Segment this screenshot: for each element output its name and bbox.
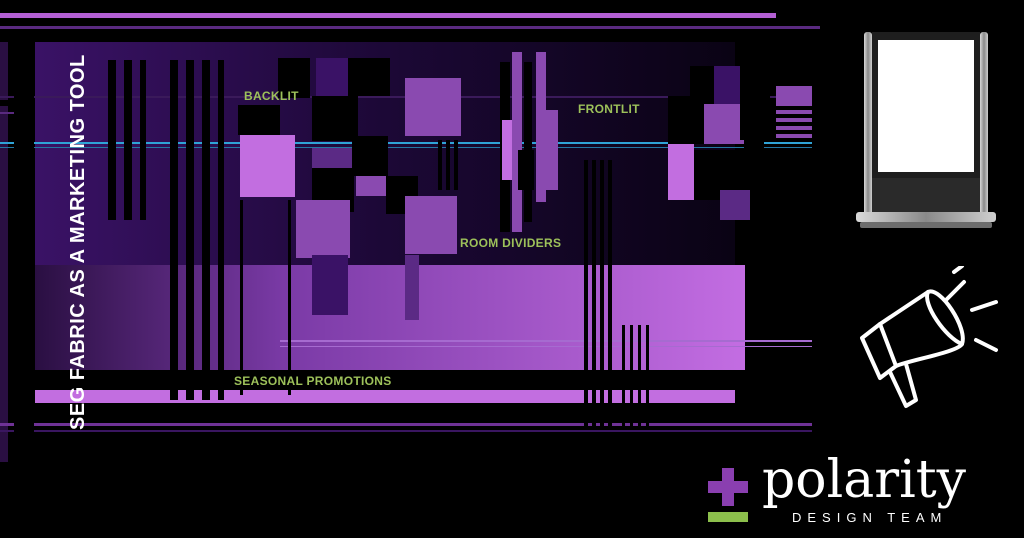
label-room-dividers: ROOM DIVIDERS — [460, 236, 562, 250]
plus-minus-logo-icon — [708, 468, 748, 522]
vertical-heading: SEG FABRIC AS A MARKETING TOOL — [67, 54, 89, 430]
brand-name: polarity — [762, 450, 966, 510]
megaphone-icon — [860, 266, 998, 408]
label-frontlit: FRONTLIT — [578, 102, 640, 116]
lightbox-display-icon — [856, 32, 996, 228]
brand-tagline: DESIGN TEAM — [792, 510, 948, 525]
label-seasonal-promotions: SEASONAL PROMOTIONS — [234, 374, 392, 388]
label-backlit: BACKLIT — [244, 89, 299, 103]
abstract-artwork — [0, 13, 820, 462]
